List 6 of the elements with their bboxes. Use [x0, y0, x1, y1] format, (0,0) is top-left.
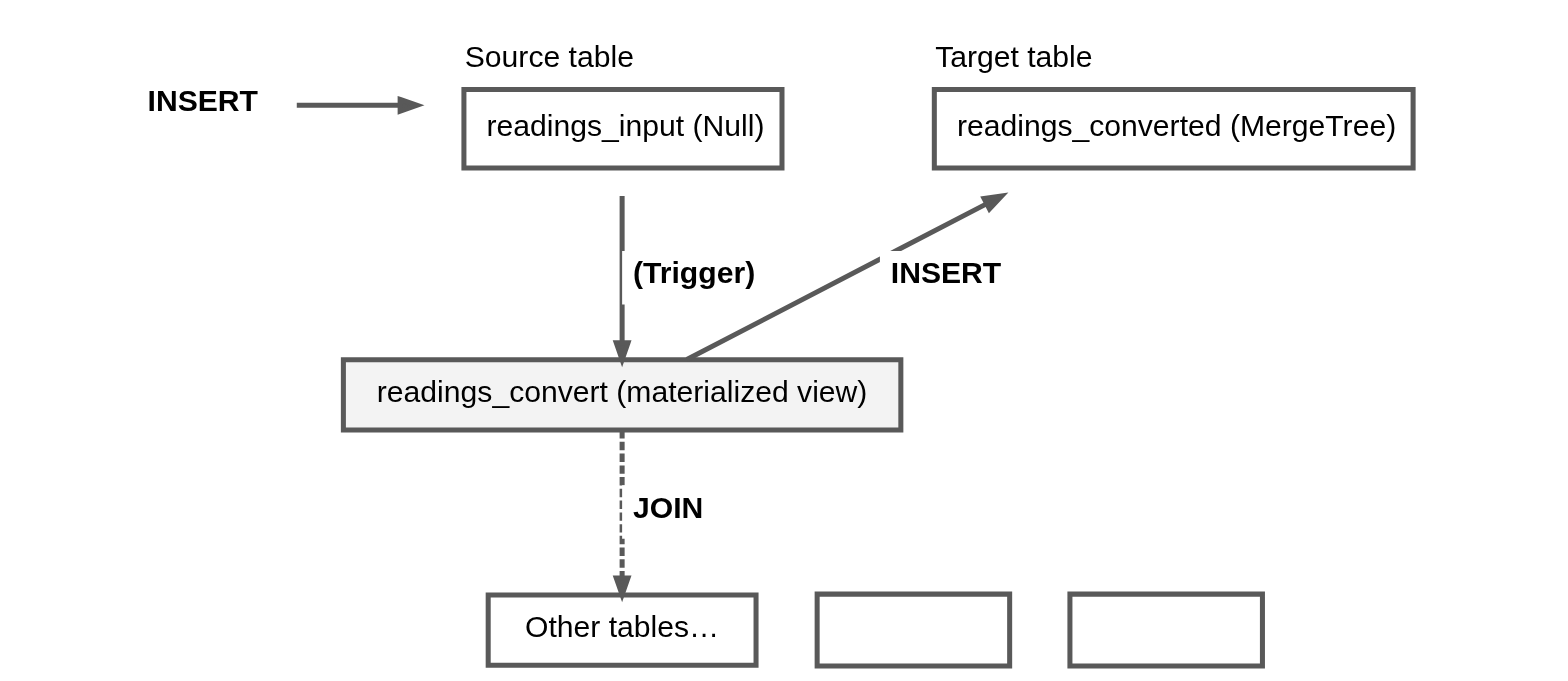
edge-label: (Trigger): [632, 256, 755, 290]
node-label: Source table: [464, 40, 634, 74]
node-label: Target table: [934, 40, 1093, 74]
edge-label: INSERT: [890, 256, 1001, 290]
node-text: INSERT: [147, 83, 258, 117]
edge-label: JOIN: [632, 490, 703, 524]
